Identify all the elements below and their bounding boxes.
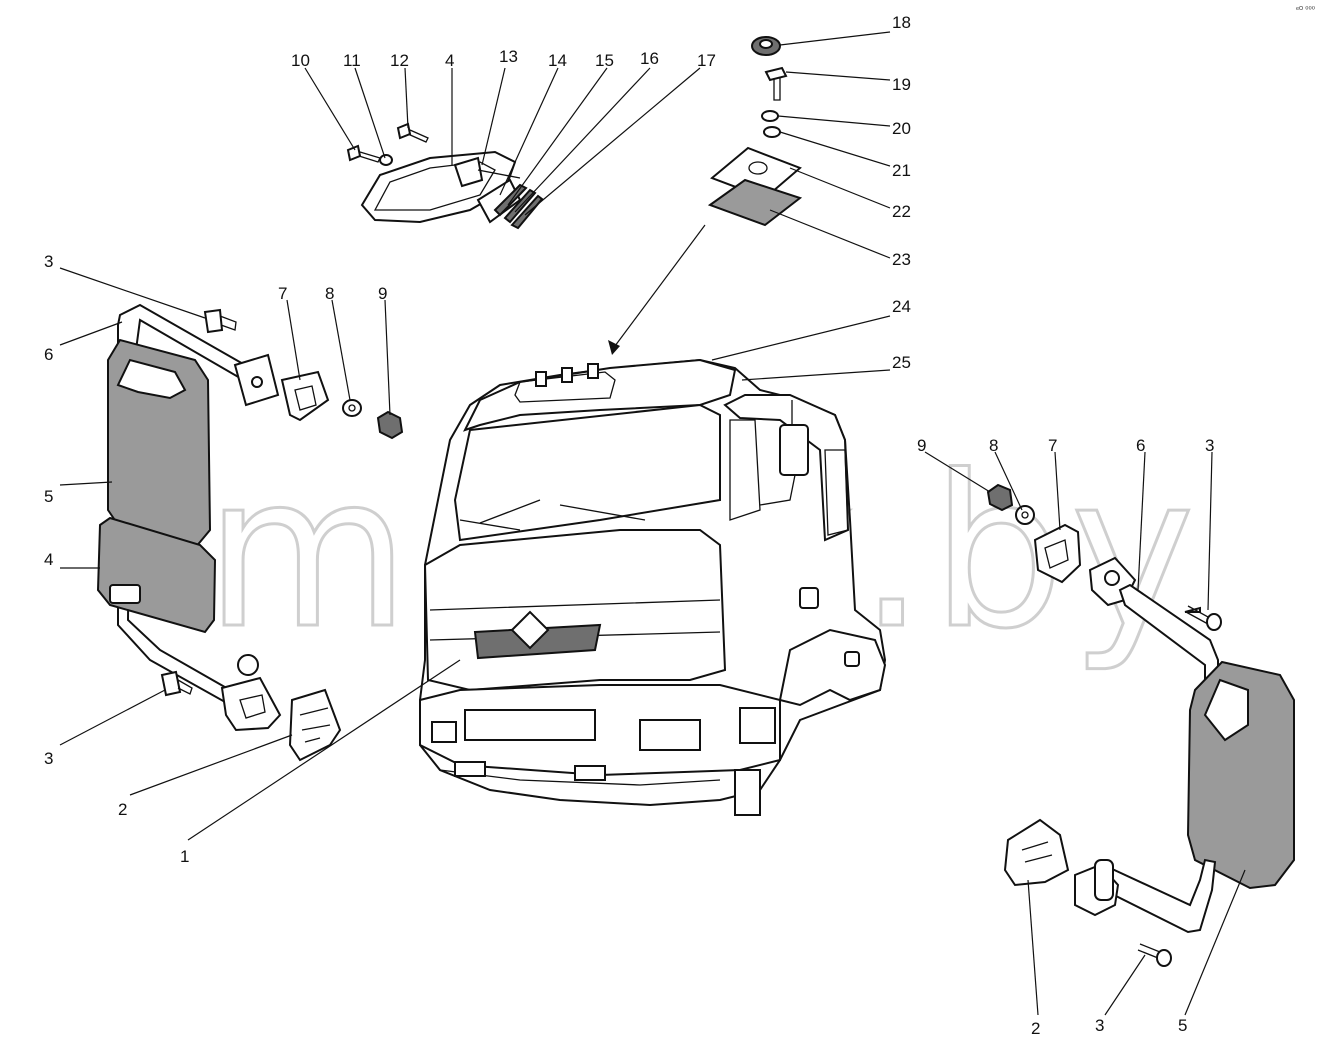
- callout-25: 25: [892, 353, 911, 372]
- callout-18: 18: [892, 13, 911, 32]
- left-mirror-assembly: [96, 303, 282, 732]
- callout-7-right: 7: [1048, 436, 1057, 455]
- callout-15: 15: [595, 51, 614, 70]
- callout-4-left: 4: [44, 550, 53, 569]
- callout-6-right: 6: [1136, 436, 1145, 455]
- callout-20: 20: [892, 119, 911, 138]
- corner-mark: ᵉᴼ ⁰⁰⁰: [1296, 5, 1315, 14]
- callout-14: 14: [548, 51, 567, 70]
- callout-11: 11: [343, 51, 361, 70]
- roof-mount-parts: [707, 36, 803, 227]
- callout-8-right: 8: [989, 436, 998, 455]
- callout-9-right: 9: [917, 436, 926, 455]
- callout-2-left: 2: [118, 800, 127, 819]
- callout-12: 12: [390, 51, 409, 70]
- callout-23: 23: [892, 250, 911, 269]
- leader-lines: [59, 31, 1246, 1016]
- callout-8-left: 8: [325, 284, 334, 303]
- callout-24: 24: [892, 297, 911, 316]
- interior-mirror-assembly: [346, 122, 544, 230]
- right-mirror-assembly: [986, 483, 1295, 967]
- callout-4-top: 4: [445, 51, 454, 70]
- callout-9-left: 9: [378, 284, 387, 303]
- callout-6-left: 6: [44, 345, 53, 364]
- callout-7-left: 7: [278, 284, 287, 303]
- callout-21: 21: [892, 161, 911, 180]
- callout-13: 13: [499, 47, 518, 66]
- left-hardware: [160, 308, 404, 762]
- callout-5-right: 5: [1178, 1016, 1187, 1035]
- callout-labels: 1 2 2 3 3 3 3 4 4 5 5 6 6 7 7 8 8 9 9 10…: [44, 13, 1214, 1038]
- callout-3-left-top: 3: [44, 252, 53, 271]
- callout-17: 17: [697, 51, 716, 70]
- callout-10: 10: [291, 51, 310, 70]
- callout-3-left-bottom: 3: [44, 749, 53, 768]
- callout-22: 22: [892, 202, 911, 221]
- callout-16: 16: [640, 49, 659, 68]
- callout-1: 1: [180, 847, 189, 866]
- callout-3-right-bottom: 3: [1095, 1016, 1104, 1035]
- callout-5-left: 5: [44, 487, 53, 506]
- callout-2-right: 2: [1031, 1019, 1040, 1038]
- callout-3-right-top: 3: [1205, 436, 1214, 455]
- callout-19: 19: [892, 75, 911, 94]
- truck-cab: [419, 358, 887, 816]
